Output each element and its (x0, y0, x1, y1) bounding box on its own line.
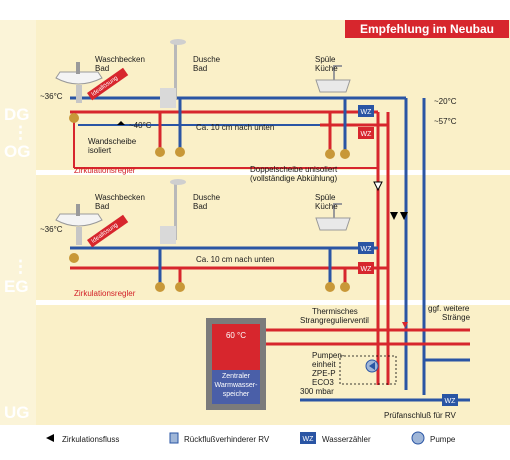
washbasin-icon (55, 62, 103, 103)
pump-unit-box (339, 355, 397, 385)
svg-text:WZ: WZ (361, 131, 373, 138)
weitere-label-2: Stränge (442, 313, 471, 322)
tank-label-1: Zentraler (222, 373, 251, 380)
upper-temp-57: ~57°C (434, 117, 457, 126)
thermisches-label-2: Strangregulierventil (300, 316, 369, 325)
legend-flow: Zirkulationsfluss (62, 435, 119, 444)
floor-label-dots-2: ⋮ (12, 257, 29, 276)
legend-pump: Pumpe (430, 435, 456, 444)
water-meter-icon: WZ (358, 127, 374, 139)
upper-shower-label-1: Dusche (193, 55, 221, 64)
lower-shower-label-1: Dusche (193, 193, 221, 202)
fitting-icon (69, 253, 79, 263)
check-valve-icon (373, 181, 383, 192)
flow-arrow-icon (117, 121, 125, 125)
upper-wandscheibe-2: isoliert (88, 146, 112, 155)
fitting-icon (175, 282, 185, 292)
lower-temp-basin: ~36°C (40, 225, 63, 234)
pump-label-3: ZPE-P (312, 369, 336, 378)
tank-temp: 60 °C (226, 331, 246, 340)
washbasin-icon (55, 204, 103, 245)
upper-ideal-badge (87, 67, 129, 101)
legend-wz-badge: WZ (303, 436, 315, 443)
svg-text:WZ: WZ (361, 109, 373, 116)
pruef-label: Prüfanschluß für RV (384, 411, 457, 420)
floor-label-column (0, 20, 36, 425)
upper-sink-label-2: Küche (315, 64, 338, 73)
lower-floor: Waschbecken Bad ~36°C Ideallösung Dusche… (40, 179, 388, 298)
lower-washbasin-label-2: Bad (95, 202, 109, 211)
lower-washbasin-label-1: Waschbecken (95, 193, 145, 202)
lower-ideal-badge (87, 214, 129, 248)
pump-label-4: ECO3 (312, 378, 334, 387)
upper-wandscheibe-1: Wandscheibe (88, 137, 137, 146)
upper-doppel-2: (vollständige Abkühlung) (250, 174, 338, 183)
lower-shower-label-2: Bad (193, 202, 207, 211)
legend-wz: Wasserzähler (322, 435, 371, 444)
fitting-icon (340, 282, 350, 292)
fitting-icon (155, 147, 165, 157)
fitting-icon (69, 113, 79, 123)
legend-rv: Rückflußverhinderer RV (184, 435, 270, 444)
floor-label-dots-1: ⋮ (12, 123, 29, 142)
flow-arrow-icon (400, 212, 408, 220)
upper-washbasin-label-2: Bad (95, 64, 109, 73)
upper-temp-20: ~20°C (434, 97, 457, 106)
tank-label-2: Warmwasser- (215, 382, 259, 389)
pump-label-2: einheit (312, 360, 336, 369)
upper-zirk-label: Zirkulationsregler (74, 166, 136, 175)
lower-sink-label-2: Küche (315, 202, 338, 211)
lower-sink-label-1: Spüle (315, 193, 336, 202)
fitting-icon (325, 149, 335, 159)
thermal-valve-icon (402, 322, 408, 328)
flow-arrow-icon (390, 212, 398, 220)
water-meter-icon: WZ (358, 105, 374, 117)
water-meter-icon: WZ (442, 394, 458, 406)
legend: Zirkulationsfluss Rückflußverhinderer RV… (46, 431, 456, 445)
water-meter-icon: WZ (358, 242, 374, 254)
svg-text:WZ: WZ (361, 266, 373, 273)
pump-icon (365, 359, 379, 373)
basement: 60 °C Zentraler Warmwasser- speicher Pum… (206, 304, 471, 420)
lower-down10: Ca. 10 cm nach unten (196, 255, 274, 264)
shower-icon (160, 179, 186, 244)
lower-zirk-label: Zirkulationsregler (74, 289, 136, 298)
tank-label-3: speicher (223, 391, 250, 398)
floor-label-og: OG (4, 142, 30, 161)
fitting-icon (155, 282, 165, 292)
flow-arrow-icon (46, 434, 54, 442)
header-banner (345, 20, 509, 38)
upper-down10: Ca. 10 cm nach unten (196, 123, 274, 132)
kitchen-sink-icon (315, 65, 351, 93)
header-title: Empfehlung im Neubau (360, 22, 494, 36)
weitere-label-1: ggf. weitere (428, 304, 470, 313)
upper-washbasin-label-1: Waschbecken (95, 55, 145, 64)
upper-shower-label-2: Bad (193, 64, 207, 73)
floor-label-eg: EG (4, 277, 29, 296)
floor-label-ug: UG (4, 403, 30, 422)
shower-icon (160, 39, 186, 108)
pump-icon (411, 431, 425, 445)
water-meter-icon: WZ (358, 262, 374, 274)
pump-label-5: 300 mbar (300, 387, 334, 396)
upper-temp-40: ~40°C (129, 121, 152, 130)
check-valve-icon (169, 432, 179, 444)
fitting-icon (325, 282, 335, 292)
fitting-icon (175, 147, 185, 157)
kitchen-sink-icon (315, 203, 351, 231)
water-meter-icon (300, 432, 316, 444)
upper-temp-basin: ~36°C (40, 92, 63, 101)
floor-label-dg: DG (4, 105, 30, 124)
upper-sink-label-1: Spüle (315, 55, 336, 64)
pump-label-1: Pumpen- (312, 351, 345, 360)
svg-text:WZ: WZ (445, 398, 457, 405)
svg-text:WZ: WZ (361, 246, 373, 253)
upper-doppel-1: Doppelscheibe unisoliert (250, 165, 338, 174)
thermisches-label-1: Thermisches (312, 307, 358, 316)
fitting-icon (340, 149, 350, 159)
